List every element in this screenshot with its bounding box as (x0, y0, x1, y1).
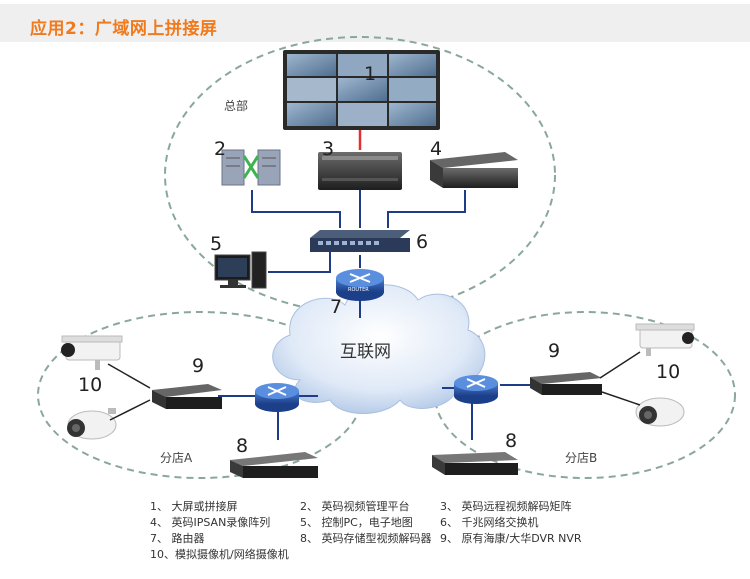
video-wall (283, 50, 440, 130)
number-8a: 8 (236, 435, 248, 457)
number-1: 1 (364, 63, 376, 85)
network-diagram: 互联网 (37, 36, 736, 479)
number-10a: 10 (78, 374, 102, 396)
number-4: 4 (430, 138, 442, 160)
ipsan-array (430, 152, 518, 188)
legend-item: 9、 原有海康/大华DVR NVR (440, 532, 582, 545)
legend-item: 10、模拟摄像机/网络摄像机 (150, 548, 289, 561)
number-3: 3 (322, 138, 334, 160)
camera-links (107, 351, 641, 421)
branch-a-bullet-camera (61, 335, 123, 370)
router-text: ROUTER (348, 287, 369, 293)
header-bar: 应用2：广域网上拼接屏 (0, 4, 750, 42)
legend-item: 7、 路由器 (150, 532, 205, 545)
legend-item: 3、 英码远程视频解码矩阵 (440, 500, 572, 513)
number-6: 6 (416, 231, 428, 253)
gigabit-switch (310, 230, 410, 252)
branch-b-dome-camera (635, 397, 685, 427)
number-2: 2 (214, 138, 226, 160)
decoding-matrix (318, 152, 402, 190)
control-pc (214, 251, 267, 289)
number-8b: 8 (505, 430, 517, 452)
hq-label: 总部 (224, 98, 248, 113)
hq-router: ROUTER (336, 269, 384, 301)
branch-b-router (454, 375, 498, 404)
number-7: 7 (330, 296, 342, 318)
branch-b-dvr (530, 372, 602, 395)
number-9a: 9 (192, 355, 204, 377)
legend-item: 1、 大屏或拼接屏 (150, 500, 238, 513)
branch-a-dome-camera (67, 408, 117, 440)
cloud-label: 互联网 (340, 342, 391, 362)
number-10b: 10 (656, 361, 680, 383)
page-title: 应用2：广域网上拼接屏 (30, 19, 218, 39)
management-platform (221, 149, 281, 186)
branch-b-bullet-camera (635, 323, 695, 356)
branch-a-decoder (230, 452, 318, 478)
number-5: 5 (210, 233, 222, 255)
branch-a-router (255, 383, 299, 412)
legend-item: 2、 英码视频管理平台 (300, 500, 410, 513)
connection-lines (218, 190, 530, 440)
number-9b: 9 (548, 340, 560, 362)
legend-item: 8、 英码存储型视频解码器 (300, 532, 432, 545)
branch-b-decoder (432, 452, 518, 475)
branch-b-label: 分店B (565, 451, 597, 465)
branch-a-label: 分店A (160, 451, 193, 465)
hq-zone (164, 36, 556, 314)
legend-item: 6、 千兆网络交换机 (440, 516, 539, 529)
legend-item: 5、 控制PC，电子地图 (300, 516, 413, 529)
legend-item: 4、 英码IPSAN录像阵列 (150, 516, 271, 529)
branch-a-dvr (152, 384, 222, 409)
internet-cloud (272, 284, 486, 414)
